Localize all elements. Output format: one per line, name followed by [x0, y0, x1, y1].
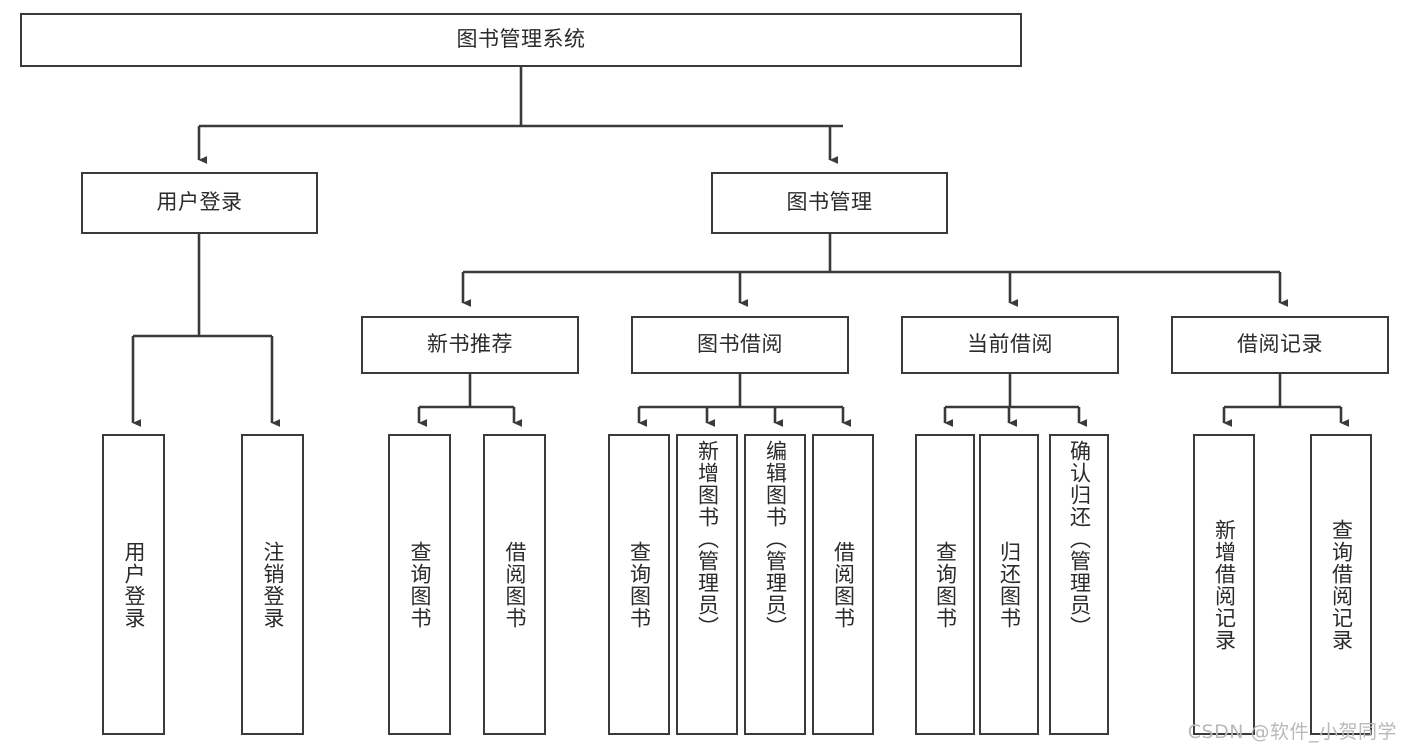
node-root-label: 图书管理系统 — [456, 27, 586, 52]
node-book-management-label: 图书管理 — [786, 190, 873, 215]
leaf-recommend-borrow-book-label: 借阅图书 — [502, 540, 527, 629]
leaf-borrow-add-book[interactable]: 新增图书（管理员） — [676, 434, 738, 735]
node-borrow-record[interactable]: 借阅记录 — [1171, 316, 1389, 374]
node-root[interactable]: 图书管理系统 — [20, 13, 1022, 67]
leaf-user-login-login-label: 用户登录 — [121, 540, 146, 629]
leaf-recommend-query-book-label: 查询图书 — [407, 540, 432, 629]
leaf-user-login-logout[interactable]: 注销登录 — [241, 434, 304, 735]
leaf-recommend-borrow-book[interactable]: 借阅图书 — [483, 434, 546, 735]
leaf-current-return-book-label: 归还图书 — [997, 540, 1022, 629]
leaf-user-login-logout-label: 注销登录 — [260, 540, 285, 629]
leaf-recommend-query-book[interactable]: 查询图书 — [388, 434, 451, 735]
leaf-record-add-record-label: 新增借阅记录 — [1212, 518, 1237, 651]
leaf-borrow-add-book-label: 新增图书（管理员） — [695, 440, 720, 638]
leaf-current-return-book[interactable]: 归还图书 — [979, 434, 1039, 735]
leaf-borrow-query-book-label: 查询图书 — [627, 540, 652, 629]
leaf-borrow-query-book[interactable]: 查询图书 — [608, 434, 670, 735]
node-borrow-record-label: 借阅记录 — [1237, 332, 1323, 357]
watermark-text: CSDN @软件_小贺同学 — [1187, 721, 1397, 743]
node-new-book-recommend-label: 新书推荐 — [427, 332, 513, 357]
leaf-borrow-borrow-book-label: 借阅图书 — [831, 540, 856, 629]
node-book-borrow[interactable]: 图书借阅 — [631, 316, 849, 374]
leaf-record-query-record-label: 查询借阅记录 — [1329, 518, 1354, 651]
leaf-borrow-borrow-book[interactable]: 借阅图书 — [812, 434, 874, 735]
node-current-borrow-label: 当前借阅 — [967, 332, 1053, 357]
leaf-current-confirm-return[interactable]: 确认归还（管理员） — [1049, 434, 1109, 735]
node-book-borrow-label: 图书借阅 — [697, 332, 783, 357]
leaf-current-confirm-return-label: 确认归还（管理员） — [1067, 440, 1092, 638]
leaf-borrow-edit-book-label: 编辑图书（管理员） — [763, 440, 788, 638]
node-new-book-recommend[interactable]: 新书推荐 — [361, 316, 579, 374]
leaf-borrow-edit-book[interactable]: 编辑图书（管理员） — [744, 434, 806, 735]
node-current-borrow[interactable]: 当前借阅 — [901, 316, 1119, 374]
node-user-login[interactable]: 用户登录 — [81, 172, 318, 234]
node-user-login-label: 用户登录 — [156, 190, 243, 215]
leaf-user-login-login[interactable]: 用户登录 — [102, 434, 165, 735]
leaf-current-query-book[interactable]: 查询图书 — [915, 434, 975, 735]
leaf-record-add-record[interactable]: 新增借阅记录 — [1193, 434, 1255, 735]
node-book-management[interactable]: 图书管理 — [711, 172, 948, 234]
leaf-record-query-record[interactable]: 查询借阅记录 — [1310, 434, 1372, 735]
leaf-current-query-book-label: 查询图书 — [933, 540, 958, 629]
